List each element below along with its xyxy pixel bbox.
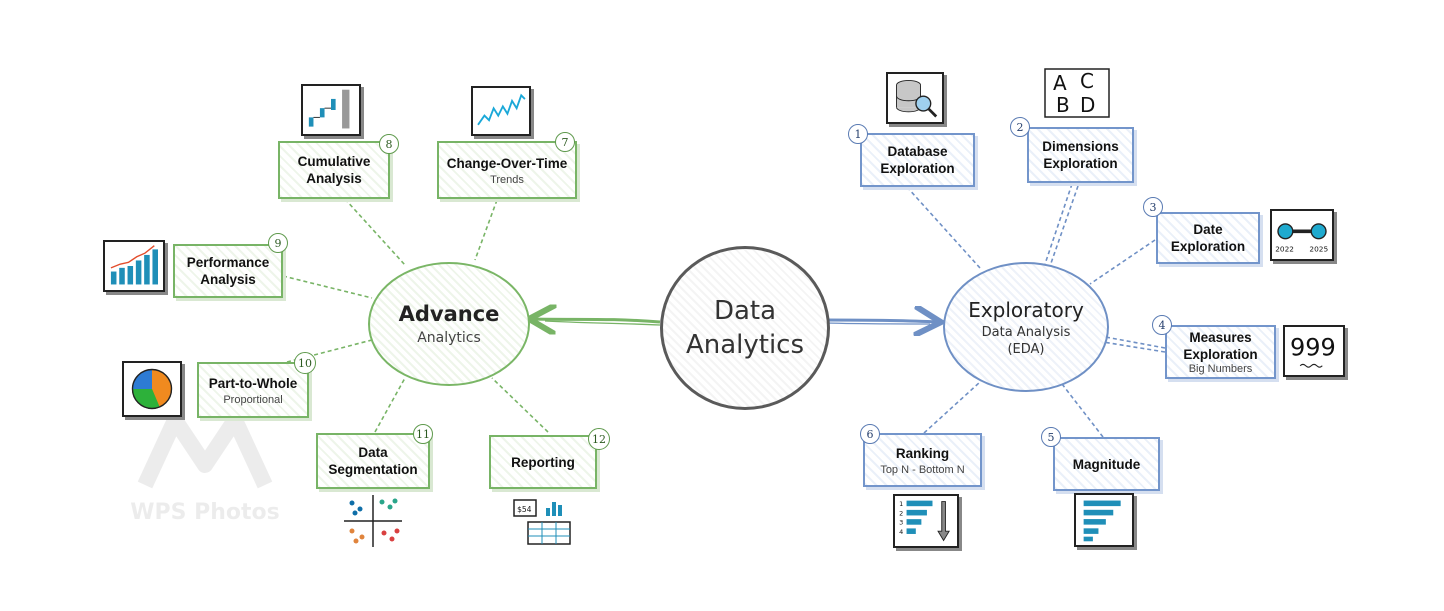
eda-abbr: (EDA): [1007, 341, 1045, 357]
performance-chart-icon: [103, 240, 165, 292]
advance-title: Advance: [398, 302, 500, 326]
node-subtitle: Big Numbers: [1188, 363, 1253, 375]
node-magnitude[interactable]: Magnitude: [1053, 437, 1160, 491]
node-number-badge: 11: [413, 424, 433, 444]
node-measures-exploration[interactable]: Measures Exploration Big Numbers: [1165, 325, 1276, 379]
node-number-badge: 7: [555, 132, 575, 152]
node-date-exploration[interactable]: Date Exploration: [1156, 212, 1260, 264]
node-dimensions-exploration[interactable]: Dimensions Exploration: [1027, 127, 1134, 183]
eda-node[interactable]: Exploratory Data Analysis (EDA): [943, 262, 1109, 392]
node-data-segmentation[interactable]: Data Segmentation: [316, 433, 430, 489]
node-title: Dimensions Exploration: [1042, 139, 1119, 171]
watermark-text: WPS Photos: [130, 500, 280, 525]
date-range-icon: 2022 2025: [1270, 209, 1334, 261]
node-database-exploration[interactable]: Database Exploration: [860, 133, 975, 187]
advance-analytics-node[interactable]: Advance Analytics: [368, 262, 530, 386]
svg-text:C: C: [1080, 69, 1094, 93]
eda-title: Exploratory: [968, 297, 1084, 322]
cumulative-bars-icon: [301, 84, 361, 136]
node-number-badge: 4: [1152, 315, 1172, 335]
svg-text:2: 2: [899, 509, 903, 517]
node-cumulative-analysis[interactable]: Cumulative Analysis: [278, 141, 390, 199]
ranking-list-icon: 1 2 3 4: [893, 494, 959, 548]
node-title: Database Exploration: [880, 144, 955, 176]
node-number-badge: 12: [588, 428, 610, 450]
arrow-to-eda: [823, 320, 938, 322]
scatter-quadrant-icon: [340, 493, 406, 549]
node-title: Measures Exploration: [1183, 330, 1258, 362]
node-number-badge: 6: [860, 424, 880, 444]
big-number-icon: 999: [1283, 325, 1345, 377]
svg-text:B: B: [1056, 93, 1070, 117]
node-title: Cumulative Analysis: [297, 154, 371, 186]
node-number-badge: 2: [1010, 117, 1030, 137]
node-number-badge: 10: [294, 352, 316, 374]
node-title: Performance Analysis: [186, 255, 270, 287]
watermark-logo-icon: [137, 412, 273, 489]
node-number-badge: 5: [1041, 427, 1061, 447]
node-title: Change-Over-Time: [446, 155, 568, 171]
svg-text:3: 3: [899, 519, 903, 527]
report-dashboard-icon: $54: [512, 496, 574, 548]
svg-text:999: 999: [1290, 334, 1336, 362]
node-title: Reporting: [511, 454, 575, 470]
report-icon-text: $54: [517, 505, 532, 514]
data-analytics-hub[interactable]: Data Analytics: [660, 246, 830, 410]
node-title: Date Exploration: [1170, 222, 1246, 254]
node-number-badge: 3: [1143, 197, 1163, 217]
advance-subtitle: Analytics: [417, 330, 481, 346]
hub-title-line1: Data: [713, 296, 777, 326]
node-title: Part-to-Whole: [208, 375, 298, 391]
node-subtitle: Top N - Bottom N: [880, 463, 965, 476]
node-change-over-time[interactable]: Change-Over-Time Trends: [437, 141, 577, 199]
database-search-icon: [886, 72, 944, 124]
watermark: WPS Photos: [130, 405, 280, 530]
pie-chart-icon: [122, 361, 182, 417]
node-number-badge: 9: [268, 233, 288, 253]
node-title: Ranking: [895, 445, 950, 461]
node-number-badge: 1: [848, 124, 868, 144]
abcd-letters-icon: A C B D: [1044, 68, 1110, 118]
magnitude-bars-icon: [1074, 493, 1134, 547]
svg-text:4: 4: [899, 528, 903, 536]
svg-text:D: D: [1080, 93, 1095, 117]
svg-text:2025: 2025: [1309, 245, 1328, 254]
hub-title-line2: Analytics: [685, 330, 805, 360]
node-reporting[interactable]: Reporting: [489, 435, 597, 489]
trend-line-icon: [471, 86, 531, 136]
node-ranking[interactable]: Ranking Top N - Bottom N: [863, 433, 982, 487]
node-title: Data Segmentation: [328, 445, 418, 477]
svg-text:A: A: [1053, 71, 1067, 95]
node-title: Magnitude: [1072, 456, 1141, 472]
node-subtitle: Trends: [490, 173, 524, 186]
node-subtitle: Proportional: [223, 393, 283, 406]
node-number-badge: 8: [379, 134, 399, 154]
eda-subtitle: Data Analysis: [981, 324, 1071, 340]
node-part-to-whole[interactable]: Part-to-Whole Proportional: [197, 362, 309, 418]
svg-text:2022: 2022: [1275, 245, 1294, 254]
svg-text:1: 1: [899, 500, 903, 508]
node-performance-analysis[interactable]: Performance Analysis: [173, 244, 283, 298]
arrow-to-advance: [532, 319, 661, 322]
